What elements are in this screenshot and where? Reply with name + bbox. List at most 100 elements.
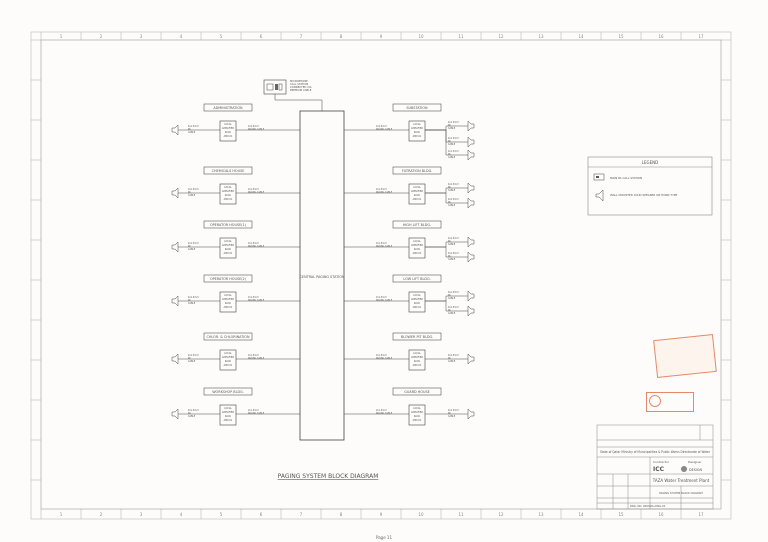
ministry-name: State of Qatar Ministry of Municipalitie… — [600, 450, 711, 454]
top-grid-number: 13 — [538, 34, 544, 39]
loud-speaker-icon — [171, 408, 179, 420]
loud-speaker-icon — [467, 120, 475, 132]
speaker-cable-label: 4x1.5mm² — [188, 296, 199, 299]
bottom-grid-number: 17 — [698, 512, 704, 517]
top-grid-number: 3 — [140, 34, 143, 39]
loud-speaker-icon — [467, 305, 475, 317]
speaker-cable-label: CABLE — [188, 415, 196, 418]
legend-title: LEGEND — [642, 160, 658, 165]
outer-frame — [30, 31, 732, 520]
amplifier-label: AMPLIFIER — [411, 298, 423, 301]
speaker-cable-label: PA — [448, 124, 451, 127]
call-station-note-4: PREMIUM CABLE — [290, 88, 312, 92]
speaker-cable-label: CABLE — [448, 156, 456, 159]
building-branches: ADMINISTRATIONLOCALAMPLIFIERRACKAMP-014x… — [171, 103, 475, 426]
speaker-cable-label: 4x1.5mm² — [448, 291, 459, 294]
speaker-cable-label: CABLE — [188, 302, 196, 305]
amplifier-label: LOCAL — [224, 294, 232, 297]
paging-cable-label: 2x1.5mm² — [376, 242, 387, 245]
paging-cable-label: 2x1.5mm² — [376, 296, 387, 299]
top-grid-number: 1 — [60, 34, 63, 39]
left-building-name: CHLOR. & CHLORINATION — [206, 335, 250, 339]
border-grid-references: 1122334455667788991010111112121313141415… — [60, 34, 704, 517]
amplifier-label: AMPLIFIER — [411, 190, 423, 193]
loud-speaker-icon — [467, 251, 475, 263]
amplifier-label: AMP-01 — [413, 135, 422, 138]
speaker-cable-label: CABLE — [188, 360, 196, 363]
right-building-name: GUARD HOUSE — [404, 390, 429, 394]
amplifier-box — [219, 404, 237, 426]
left-building-name: OPERATOR HOUSE(2) — [210, 277, 247, 281]
speaker-cable-label: 4x1.5mm² — [188, 242, 199, 245]
speaker-cable-label: CABLE — [448, 243, 456, 246]
legend-item-speaker: WALL MOUNTED LOUD SPEAKER OR HORN TYPE — [610, 193, 677, 197]
left-building-name: WORKSHOP BLDG. — [212, 390, 244, 394]
amplifier-label: RACK — [225, 360, 232, 363]
title-block — [596, 424, 714, 510]
paging-cable-label: 2x1.5mm² — [376, 409, 387, 412]
amplifier-label: RACK — [414, 248, 421, 251]
top-grid-number: 9 — [380, 34, 383, 39]
amplifier-label: LOCAL — [413, 186, 421, 189]
top-grid-number: 2 — [100, 34, 103, 39]
amplifier-label: AMPLIFIER — [222, 298, 234, 301]
speaker-cable-label: PA — [188, 245, 191, 248]
amplifier-label: RACK — [414, 360, 421, 363]
bottom-grid-number: 8 — [340, 512, 343, 517]
speaker-cable-label: PA — [448, 140, 451, 143]
top-grid-number: 17 — [698, 34, 704, 39]
bottom-grid-number: 4 — [180, 512, 183, 517]
paging-cable-label: 2x1.5mm² — [248, 242, 259, 245]
amplifier-label: LOCAL — [224, 407, 232, 410]
paging-cable-label: PAGING CABLE — [376, 128, 393, 131]
amplifier-label: LOCAL — [224, 123, 232, 126]
amplifier-box — [408, 183, 426, 205]
top-grid-number: 10 — [418, 34, 424, 39]
speaker-cable-label: 4x1.5mm² — [448, 409, 459, 412]
bottom-grid-number: 2 — [100, 512, 103, 517]
right-building-label-box — [392, 332, 442, 341]
amplifier-label: AMP-01 — [224, 252, 233, 255]
amplifier-label: LOCAL — [413, 352, 421, 355]
amplifier-label: AMPLIFIER — [222, 356, 234, 359]
speaker-cable-label: 4x1.5mm² — [448, 183, 459, 186]
amplifier-label: RACK — [414, 131, 421, 134]
amplifier-label: AMPLIFIER — [222, 190, 234, 193]
bottom-grid-number: 1 — [60, 512, 63, 517]
amplifier-label: LOCAL — [413, 240, 421, 243]
amplifier-label: RACK — [225, 415, 232, 418]
right-building-name: LOW LIFT BLDG. — [403, 277, 430, 281]
paging-cable-label: 2x1.5mm² — [248, 188, 259, 191]
paging-cable-label: PAGING CABLE — [248, 191, 265, 194]
inner-frame — [40, 39, 722, 510]
loud-speaker-icon — [171, 353, 179, 365]
amplifier-label: AMP-01 — [413, 252, 422, 255]
top-grid-number: 16 — [658, 34, 664, 39]
amplifier-box — [408, 237, 426, 259]
top-grid-number: 4 — [180, 34, 183, 39]
contractor-logo-text: ICC — [653, 466, 665, 473]
speaker-cable-label: CABLE — [448, 312, 456, 315]
speaker-cable-label: PA — [448, 412, 451, 415]
speaker-cable-label: CABLE — [448, 258, 456, 261]
speaker-cable-label: CABLE — [448, 189, 456, 192]
speaker-cable-label: 4x1.5mm² — [448, 252, 459, 255]
left-building-label-box — [203, 220, 253, 229]
paging-cable-label: PAGING CABLE — [376, 357, 393, 360]
top-grid-number: 7 — [300, 34, 303, 39]
speaker-cable-label: CABLE — [448, 204, 456, 207]
paging-cable-label: PAGING CABLE — [248, 245, 265, 248]
speaker-cable-label: PA — [448, 294, 451, 297]
legend-item-call-station: MAIN PA CALL STATION — [610, 176, 642, 180]
top-grid-number: 12 — [498, 34, 504, 39]
speaker-cable-label: 4x1.5mm² — [188, 409, 199, 412]
left-building-name: CHEMICALS HOUSE — [212, 169, 245, 173]
amplifier-label: AMP-01 — [224, 135, 233, 138]
speaker-cable-label: PA — [448, 309, 451, 312]
loud-speaker-icon — [467, 408, 475, 420]
amplifier-label: RACK — [414, 194, 421, 197]
amplifier-label: RACK — [225, 248, 232, 251]
speaker-cable-label: CABLE — [448, 415, 456, 418]
speaker-cable-label: PA — [188, 128, 191, 131]
